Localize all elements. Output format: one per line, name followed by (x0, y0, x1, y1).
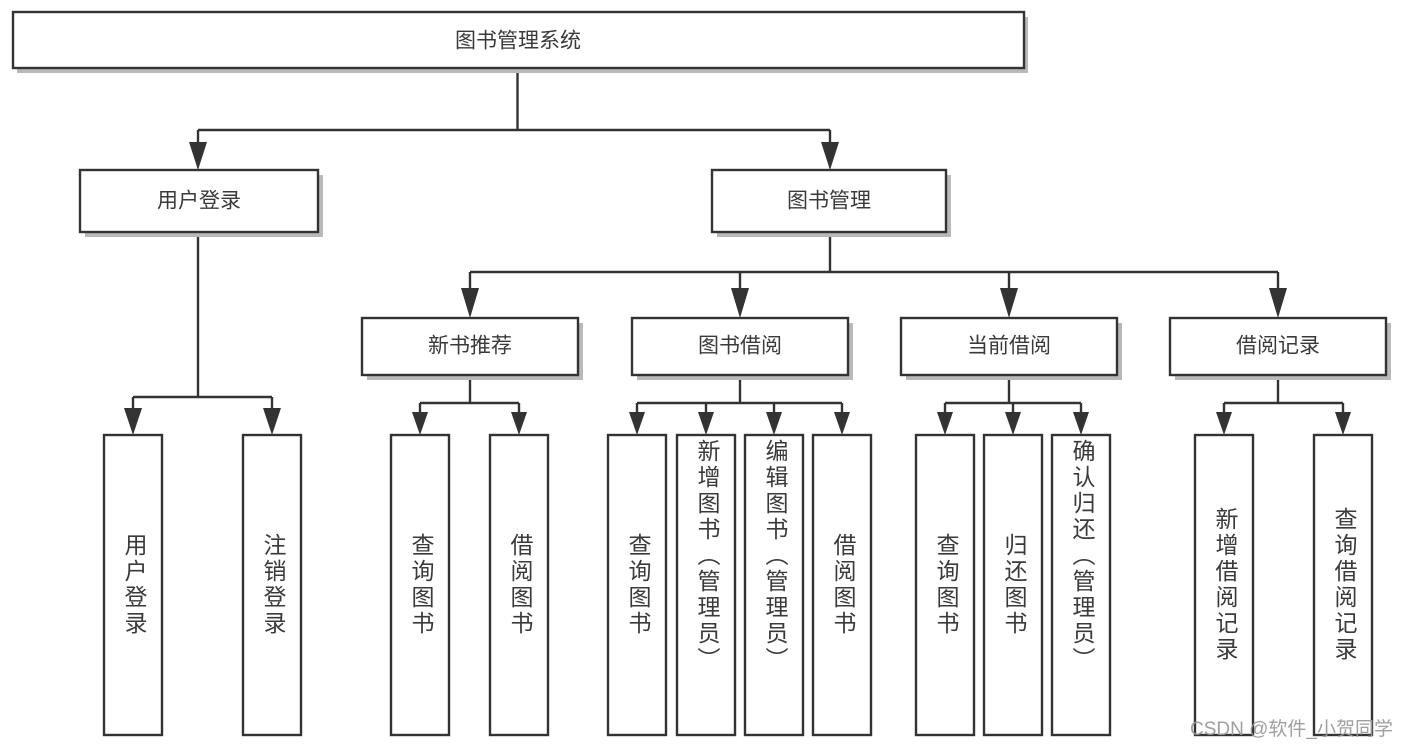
node-borrow-record[interactable]: 借阅记录 (1168, 316, 1391, 380)
arrowhead-borrowrecord-leaf-2 (1335, 412, 1351, 435)
leaf-box-borrow-edit[interactable] (743, 433, 805, 737)
node-user-login-box[interactable] (78, 168, 320, 234)
arrowhead-currentborrow-leaf-1 (937, 412, 953, 435)
arrowhead-new-book (461, 288, 479, 318)
node-root-box[interactable] (11, 10, 1026, 70)
arrowhead-book-borrow (731, 288, 749, 318)
leaf-box-current-return[interactable] (982, 433, 1044, 737)
arrowhead-bookborrow-leaf-1 (629, 412, 645, 435)
arrowhead-user-login (189, 142, 207, 170)
node-book-management-box[interactable] (710, 168, 948, 234)
node-new-book-recommend-label: 新书推荐 (428, 335, 512, 358)
arrowhead-bookborrow-leaf-3 (766, 412, 782, 435)
edges-group (124, 68, 1351, 435)
node-new-book-recommend[interactable]: 新书推荐 (360, 316, 583, 380)
node-new-book-recommend-box[interactable] (360, 316, 580, 377)
leaf-box-record-add[interactable] (1193, 433, 1255, 737)
leaf-box-borrow-query[interactable] (606, 433, 668, 737)
leaf-box-current-confirm[interactable] (1050, 433, 1112, 737)
arrowhead-currentborrow-leaf-3 (1073, 412, 1089, 435)
node-current-borrow[interactable]: 当前借阅 (899, 316, 1122, 380)
node-user-login-label: 用户登录 (157, 190, 241, 213)
node-borrow-record-label: 借阅记录 (1236, 335, 1320, 358)
node-current-borrow-box[interactable] (899, 316, 1119, 377)
node-book-management-label: 图书管理 (787, 190, 871, 213)
node-book-borrow[interactable]: 图书借阅 (630, 316, 853, 380)
leaf-box-newbook-query[interactable] (389, 433, 451, 737)
arrowhead-bookborrow-leaf-2 (698, 412, 714, 435)
arrowhead-current-borrow (1000, 288, 1018, 318)
arrowhead-currentborrow-leaf-2 (1005, 412, 1021, 435)
leaf-box-borrow-add[interactable] (675, 433, 737, 737)
node-book-borrow-label: 图书借阅 (698, 335, 782, 358)
arrowhead-newbook-leaf-2 (511, 412, 527, 435)
node-book-management[interactable]: 图书管理 (710, 168, 951, 237)
node-book-borrow-box[interactable] (630, 316, 850, 377)
arrowhead-borrowrecord-leaf-1 (1216, 412, 1232, 435)
leaf-box-current-query[interactable] (914, 433, 976, 737)
node-current-borrow-label: 当前借阅 (967, 335, 1051, 358)
arrowhead-leaf-logout (263, 408, 281, 435)
leaf-box-borrow-lend[interactable] (811, 433, 873, 737)
node-borrow-record-box[interactable] (1168, 316, 1388, 377)
leaf-box-logout[interactable] (241, 433, 303, 737)
arrowhead-bookborrow-leaf-4 (834, 412, 850, 435)
leaf-box-newbook-borrow[interactable] (488, 433, 550, 737)
arrowhead-leaf-user-login (124, 408, 142, 435)
node-root-label: 图书管理系统 (455, 30, 581, 53)
node-root[interactable]: 图书管理系统 (11, 10, 1028, 73)
arrowhead-newbook-leaf-1 (412, 412, 428, 435)
leaf-box-record-query[interactable] (1312, 433, 1374, 737)
leaf-box-user-login[interactable] (102, 433, 164, 737)
arrowhead-book-mgmt (821, 142, 839, 170)
node-user-login[interactable]: 用户登录 (78, 168, 323, 237)
arrowhead-borrow-record (1269, 288, 1287, 318)
